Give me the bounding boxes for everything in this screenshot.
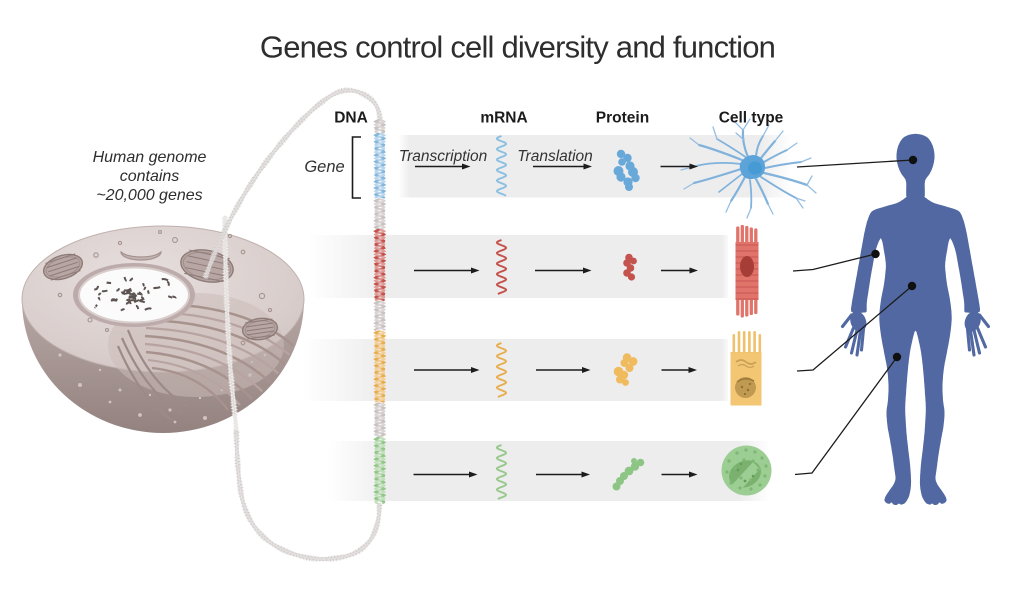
svg-text:Transcription: Transcription [399,148,487,165]
svg-text:Gene: Gene [304,158,344,176]
svg-text:~20,000 genes: ~20,000 genes [96,187,202,204]
svg-text:Genes control cell diversity a: Genes control cell diversity and functio… [260,30,775,65]
svg-text:Translation: Translation [517,148,593,165]
svg-text:Protein: Protein [596,110,649,127]
svg-text:contains: contains [120,168,180,185]
svg-text:DNA: DNA [334,110,368,127]
svg-text:Human genome: Human genome [93,149,207,166]
svg-text:Cell type: Cell type [719,110,784,127]
svg-text:mRNA: mRNA [480,110,527,127]
